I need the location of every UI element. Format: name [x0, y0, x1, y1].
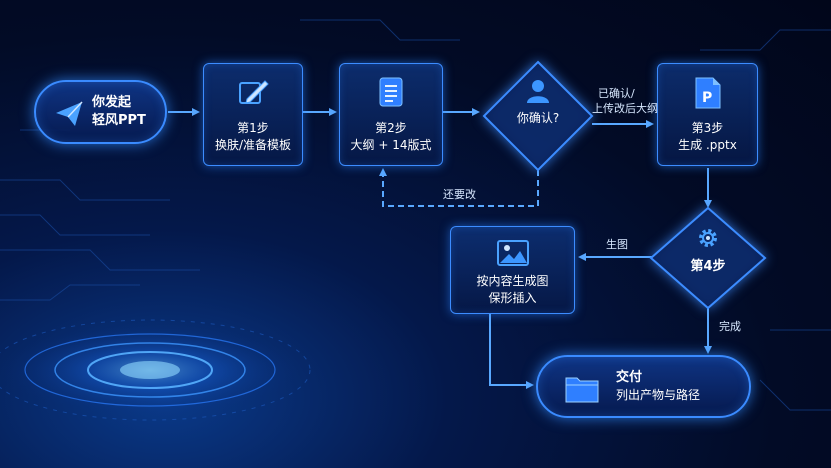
start-node: 你发起 轻风PPT — [34, 80, 167, 144]
start-line2: 轻风PPT — [92, 113, 146, 128]
gen-image-line1: 按内容生成图 — [476, 274, 549, 288]
deliver-title: 交付 — [616, 370, 643, 385]
step2-title: 第2步 — [375, 121, 407, 135]
decision-text: 你确认? — [516, 111, 560, 125]
arrow-image-to-deliver — [489, 314, 534, 389]
step3-title: 第3步 — [691, 121, 724, 135]
document-list-icon — [379, 77, 403, 107]
paper-plane-icon — [56, 101, 83, 126]
step4-title: 第4步 — [690, 259, 726, 274]
folder-icon — [565, 377, 599, 403]
pen-icon — [239, 80, 269, 104]
step1-desc: 换肤/准备模板 — [214, 138, 292, 152]
edge-label-revise: 还要改 — [443, 188, 476, 201]
gear-icon — [699, 229, 717, 247]
edge-label-confirmed-line2: 上传改后大纲 — [592, 102, 658, 115]
image-icon — [496, 240, 529, 266]
start-line1: 你发起 — [92, 95, 132, 110]
pptx-file-icon: P — [695, 77, 720, 109]
deliver-node: 交付 列出产物与路径 — [536, 355, 751, 418]
edge-label-confirmed: 已确认/ 上传改后大纲 — [592, 86, 658, 116]
step2-desc: 大纲 + 14版式 — [350, 138, 432, 152]
deliver-desc: 列出产物与路径 — [616, 388, 701, 402]
edge-label-gen-image: 生图 — [606, 238, 628, 251]
step4-node: 第4步 — [661, 226, 755, 286]
edge-label-confirmed-line1: 已确认/ — [598, 87, 635, 100]
step3-desc: 生成 .pptx — [678, 138, 737, 152]
decision-node: 你确认? — [484, 78, 592, 148]
connectors — [168, 108, 712, 389]
gen-image-line2: 保形插入 — [488, 291, 537, 305]
svg-text:P: P — [702, 90, 712, 106]
glow-rings — [0, 319, 311, 421]
step4-diamond — [649, 206, 767, 310]
gen-image-node: 按内容生成图 保形插入 — [450, 226, 575, 314]
circuit-decoration — [0, 19, 831, 411]
step1-node: 第1步 换肤/准备模板 — [203, 63, 303, 166]
decision-diamond — [482, 60, 594, 172]
step3-node: P 第3步 生成 .pptx — [657, 63, 758, 166]
step2-node: 第2步 大纲 + 14版式 — [339, 63, 443, 166]
user-icon — [527, 80, 549, 103]
step1-title: 第1步 — [237, 121, 269, 135]
edge-label-done: 完成 — [719, 320, 741, 333]
arrow-revise-loop — [379, 168, 539, 207]
